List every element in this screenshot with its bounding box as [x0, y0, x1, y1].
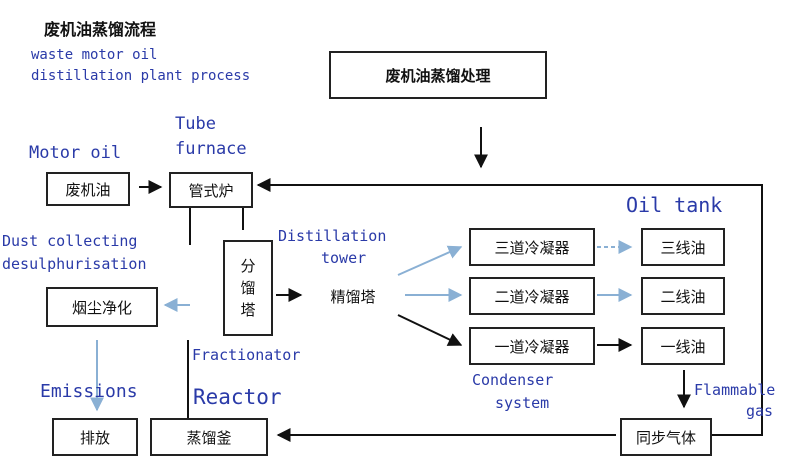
- header-process-box: 废机油蒸馏处理: [329, 51, 547, 99]
- oil2-box: 二线油: [641, 277, 725, 315]
- label-distillation: Distillation: [278, 227, 387, 245]
- diagram-title-en-line2: distillation plant process: [31, 68, 251, 84]
- fractionator-char-3: 塔: [240, 301, 256, 319]
- condenser3-box: 三道冷凝器: [469, 228, 595, 266]
- smoke-purify-box: 烟尘净化: [46, 287, 158, 327]
- label-gas: gas: [746, 402, 774, 420]
- label-tube: Tube: [175, 114, 216, 134]
- condenser1-box: 一道冷凝器: [469, 327, 595, 365]
- discharge-box: 排放: [52, 418, 138, 456]
- oil3-box: 三线油: [641, 228, 725, 266]
- label-flammable: Flammable: [694, 381, 776, 399]
- condenser2-box: 二道冷凝器: [469, 277, 595, 315]
- label-furnace: furnace: [175, 139, 247, 159]
- label-desulphurisation: desulphurisation: [2, 255, 147, 273]
- label-dust-collecting: Dust collecting: [2, 232, 138, 250]
- label-tower: tower: [321, 249, 367, 267]
- waste-oil-box: 废机油: [46, 172, 130, 206]
- arrow-rectifier-to-condenser1: [397, 314, 463, 346]
- return-loop-line: [256, 178, 763, 436]
- oil1-box: 一线油: [641, 327, 725, 365]
- label-motor-oil: Motor oil: [29, 143, 122, 163]
- label-emissions: Emissions: [40, 381, 138, 402]
- label-condenser: Condenser: [472, 371, 554, 389]
- fractionator-char-1: 分: [240, 257, 256, 275]
- still-box: 蒸馏釜: [150, 418, 268, 456]
- label-fractionator: Fractionator: [192, 346, 301, 364]
- tube-furnace-box: 管式炉: [169, 172, 253, 208]
- label-oil-tank: Oil tank: [626, 193, 723, 217]
- fractionator-char-2: 馏: [240, 279, 256, 297]
- rectifier-box: 精馏塔: [309, 278, 397, 314]
- label-system: system: [495, 394, 550, 412]
- arrow-rectifier-to-condenser3: [397, 245, 463, 276]
- sync-gas-box: 同步气体: [620, 418, 712, 456]
- diagram-title-en-line1: waste motor oil: [31, 47, 158, 63]
- diagram-title-cn: 废机油蒸馏流程: [44, 20, 157, 39]
- label-reactor: Reactor: [193, 385, 282, 409]
- fractionator-box: 分 馏 塔: [223, 240, 273, 336]
